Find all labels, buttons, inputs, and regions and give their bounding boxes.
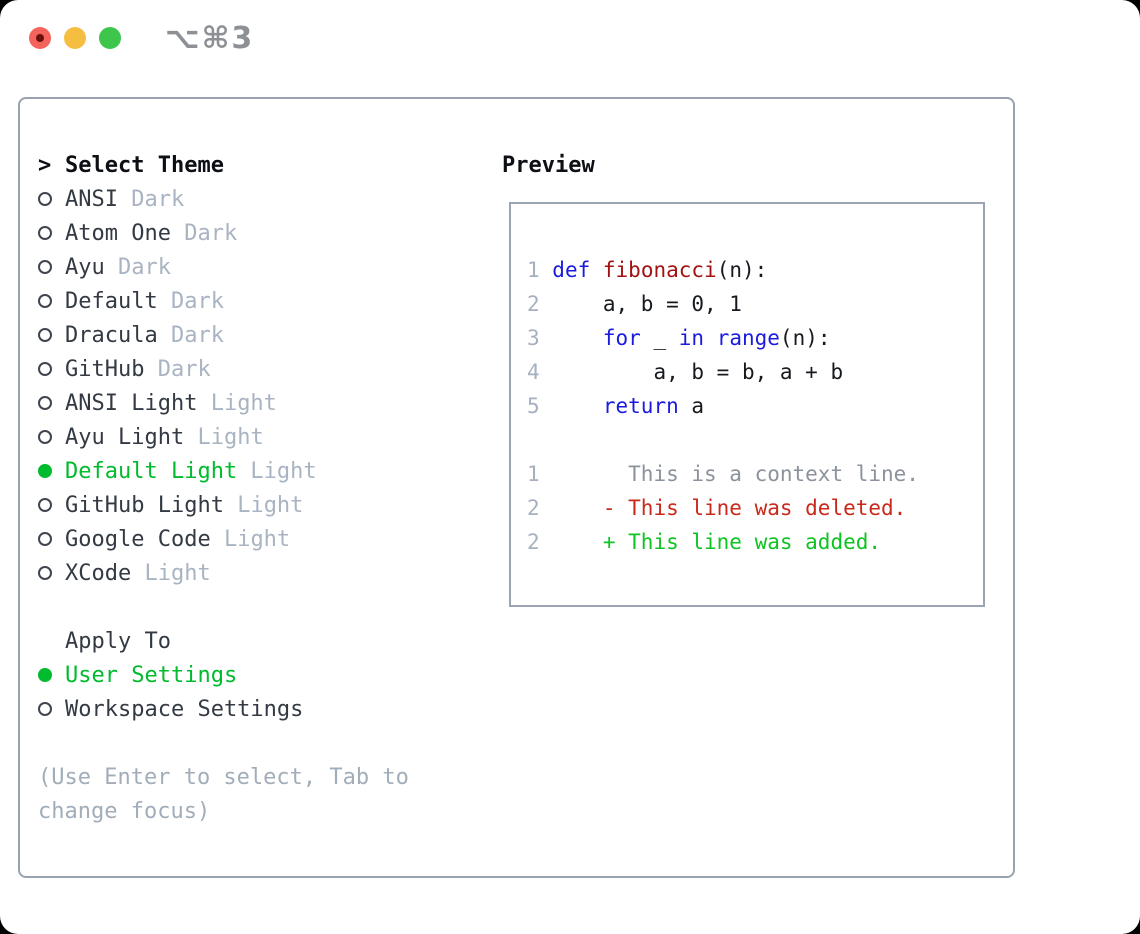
radio-unselected-icon bbox=[38, 430, 65, 444]
preview-title: Preview bbox=[502, 152, 595, 178]
code-line-5: 5 return a bbox=[527, 394, 705, 418]
window-title: ⌥⌘3 bbox=[165, 21, 255, 56]
theme-name: XCode bbox=[65, 560, 132, 586]
code-line-9: 2 + This line was added. bbox=[527, 530, 882, 554]
theme-option-ansi[interactable]: ANSI Dark bbox=[38, 182, 488, 216]
theme-variant: Dark bbox=[157, 322, 224, 348]
theme-variant: Light bbox=[131, 560, 211, 586]
theme-variant: Dark bbox=[104, 254, 171, 280]
apply-option-user-settings[interactable]: User Settings bbox=[38, 658, 488, 692]
code-line-7: 1 This is a context line. bbox=[527, 462, 919, 486]
line-number: 2 bbox=[527, 496, 553, 520]
apply-to-header: Apply To bbox=[38, 624, 488, 658]
line-number: 4 bbox=[527, 360, 553, 384]
theme-variant: Light bbox=[184, 424, 264, 450]
select-theme-title: Select Theme bbox=[65, 152, 224, 178]
theme-option-atom-one[interactable]: Atom One Dark bbox=[38, 216, 488, 250]
theme-option-ayu-light[interactable]: Ayu Light Light bbox=[38, 420, 488, 454]
radio-unselected-icon bbox=[38, 294, 65, 308]
apply-option-label: User Settings bbox=[65, 662, 238, 688]
theme-name: Ayu bbox=[65, 254, 105, 280]
theme-variant: Light bbox=[210, 526, 291, 552]
radio-unselected-icon bbox=[38, 702, 65, 716]
code-line-2: 2 a, b = 0, 1 bbox=[527, 292, 742, 316]
apply-option-workspace-settings[interactable]: Workspace Settings bbox=[38, 692, 488, 726]
theme-option-ansi-light[interactable]: ANSI Light Light bbox=[38, 386, 488, 420]
minimize-traffic-light-icon[interactable] bbox=[64, 27, 86, 49]
theme-option-dracula[interactable]: Dracula Dark bbox=[38, 318, 488, 352]
radio-unselected-icon bbox=[38, 260, 65, 274]
code-preview: 1 def fibonacci(n): 2 a, b = 0, 1 3 for _ … bbox=[527, 253, 983, 559]
radio-selected-icon bbox=[38, 464, 65, 478]
theme-name: Default Light bbox=[65, 458, 238, 484]
line-number: 2 bbox=[527, 292, 553, 316]
radio-unselected-icon bbox=[38, 532, 65, 546]
code-line-4: 4 a, b = b, a + b bbox=[527, 360, 844, 384]
theme-name: Dracula bbox=[65, 322, 158, 348]
theme-name: ANSI Light bbox=[65, 390, 198, 416]
line-number: 1 bbox=[527, 258, 553, 282]
theme-name: GitHub Light bbox=[65, 492, 224, 518]
theme-name: ANSI bbox=[65, 186, 118, 212]
theme-variant: Dark bbox=[144, 356, 211, 382]
theme-name: Google Code bbox=[65, 526, 211, 552]
radio-unselected-icon bbox=[38, 566, 65, 580]
line-number: 5 bbox=[527, 394, 553, 418]
line-number: 2 bbox=[527, 530, 553, 554]
theme-option-ayu[interactable]: Ayu Dark bbox=[38, 250, 488, 284]
theme-variant: Dark bbox=[170, 220, 238, 246]
theme-name: Ayu Light bbox=[65, 424, 185, 450]
titlebar: ⌥⌘3 bbox=[0, 0, 1140, 75]
theme-option-github-light[interactable]: GitHub Light Light bbox=[38, 488, 488, 522]
theme-variant: Light bbox=[197, 390, 277, 416]
code-line-3: 3 for _ in range(n): bbox=[527, 326, 831, 350]
radio-selected-icon bbox=[38, 668, 65, 682]
theme-variant: Dark bbox=[157, 288, 224, 314]
help-line: (Use Enter to select, Tab to bbox=[38, 764, 409, 790]
theme-option-default-light[interactable]: Default Light Light bbox=[38, 454, 488, 488]
theme-option-google-code[interactable]: Google Code Light bbox=[38, 522, 488, 556]
code-line-6 bbox=[527, 423, 983, 457]
radio-unselected-icon bbox=[38, 362, 65, 376]
help-line: change focus) bbox=[38, 798, 211, 824]
line-number: 1 bbox=[527, 462, 553, 486]
theme-option-github[interactable]: GitHub Dark bbox=[38, 352, 488, 386]
code-line-8: 2 - This line was deleted. bbox=[527, 496, 907, 520]
radio-unselected-icon bbox=[38, 226, 65, 240]
theme-variant: Dark bbox=[117, 186, 185, 212]
radio-unselected-icon bbox=[38, 498, 65, 512]
help-text: (Use Enter to select, Tab to change focus… bbox=[38, 760, 488, 828]
theme-name: Atom One bbox=[65, 220, 171, 246]
theme-variant: Light bbox=[237, 458, 317, 484]
theme-name: GitHub bbox=[65, 356, 145, 382]
apply-option-label: Workspace Settings bbox=[65, 696, 304, 722]
radio-unselected-icon bbox=[38, 192, 65, 206]
theme-option-xcode[interactable]: XCode Light bbox=[38, 556, 488, 590]
code-line-1: 1 def fibonacci(n): bbox=[527, 258, 768, 282]
cursor-icon: > bbox=[38, 152, 52, 178]
radio-unselected-icon bbox=[38, 328, 65, 342]
apply-to-title: Apply To bbox=[65, 628, 171, 654]
preview-code-box: 1 def fibonacci(n): 2 a, b = 0, 1 3 for _ … bbox=[509, 202, 985, 607]
radio-unselected-icon bbox=[38, 396, 65, 410]
close-traffic-light-icon[interactable] bbox=[29, 27, 51, 49]
zoom-traffic-light-icon[interactable] bbox=[99, 27, 121, 49]
select-theme-header: > Select Theme bbox=[38, 148, 488, 182]
theme-variant: Light bbox=[223, 492, 304, 518]
line-number: 3 bbox=[527, 326, 553, 350]
theme-option-default[interactable]: Default Dark bbox=[38, 284, 488, 318]
theme-name: Default bbox=[65, 288, 158, 314]
